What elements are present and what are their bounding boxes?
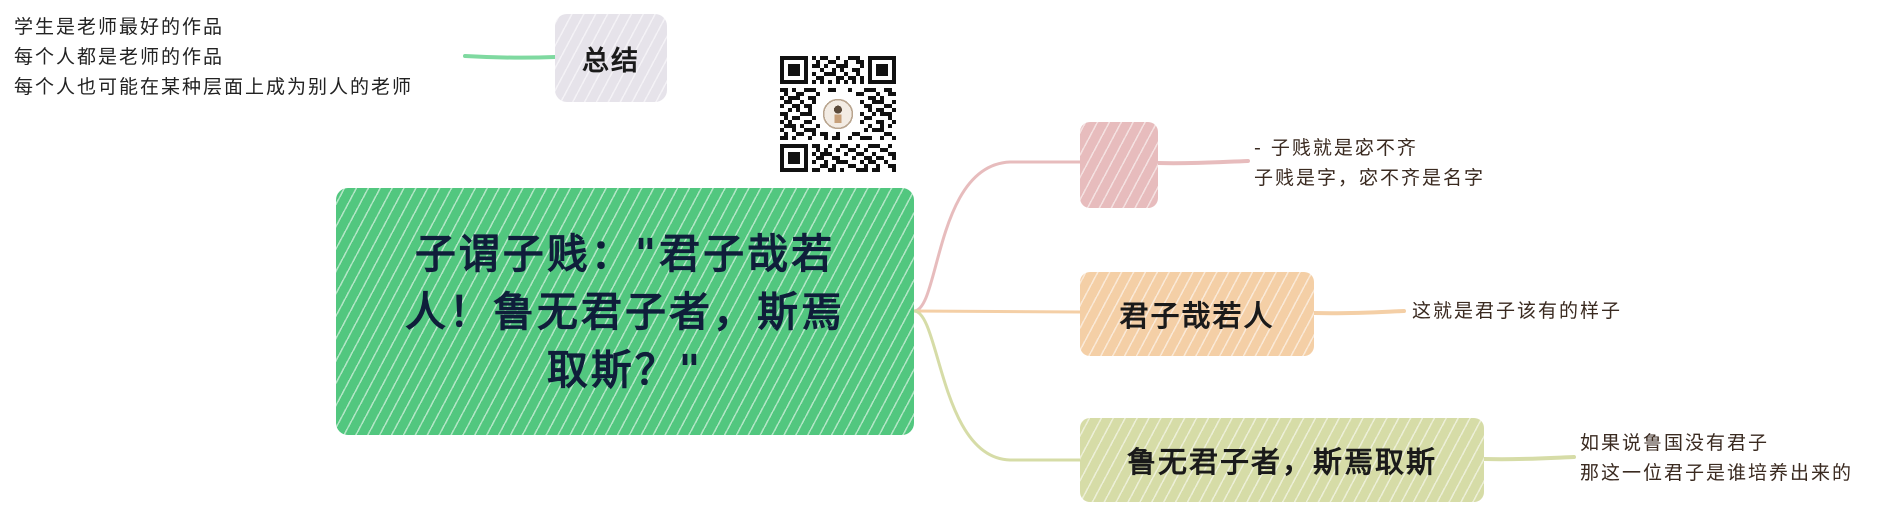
central-topic[interactable]: 子谓子贱："君子哉若 人！鲁无君子者，斯焉 取斯？" xyxy=(336,188,914,435)
branch-note-line: - 子贱就是宓不齐 xyxy=(1254,137,1418,159)
note-connector-2 xyxy=(1312,309,1406,316)
summary-node[interactable]: 总结 xyxy=(555,14,667,102)
branch-connector-1 xyxy=(912,160,1082,313)
branch-label: 鲁无君子者，斯焉取斯 xyxy=(1126,445,1437,479)
note-connector-3 xyxy=(1482,455,1576,462)
branch-note-line: 这就是君子该有的样子 xyxy=(1412,300,1623,322)
branch-label: 君子哉若人 xyxy=(1119,299,1275,333)
summary-note: 学生是老师最好的作品 每个人都是老师的作品 每个人也可能在某种层面上成为别人的老… xyxy=(14,12,413,102)
qr-code-icon xyxy=(780,56,896,172)
branch-connector-3 xyxy=(912,309,1082,462)
summary-connector xyxy=(463,54,557,60)
branch-node-2[interactable]: 君子哉若人 xyxy=(1080,272,1314,356)
branch-node-3[interactable]: 鲁无君子者，斯焉取斯 xyxy=(1080,418,1484,502)
central-topic-text: 子谓子贱："君子哉若 人！鲁无君子者，斯焉 取斯？" xyxy=(405,229,845,394)
branch-note-1: - 子贱就是宓不齐 子贱是字，宓不齐是名字 xyxy=(1254,133,1485,193)
branch-note-line: 如果说鲁国没有君子 xyxy=(1580,432,1770,454)
summary-note-line: 每个人也可能在某种层面上成为别人的老师 xyxy=(14,76,414,98)
branch-note-line: 那这一位君子是谁培养出来的 xyxy=(1580,462,1854,484)
branch-node-1[interactable] xyxy=(1080,122,1158,208)
summary-note-line: 每个人都是老师的作品 xyxy=(14,46,225,68)
branch-note-line: 子贱是字，宓不齐是名字 xyxy=(1254,167,1486,189)
note-connector-1 xyxy=(1156,159,1250,166)
summary-label: 总结 xyxy=(582,45,640,77)
summary-note-line: 学生是老师最好的作品 xyxy=(14,16,225,38)
branch-note-3: 如果说鲁国没有君子 那这一位君子是谁培养出来的 xyxy=(1580,428,1853,488)
branch-note-2: 这就是君子该有的样子 xyxy=(1412,296,1622,326)
branch-connector-2 xyxy=(912,309,1082,314)
